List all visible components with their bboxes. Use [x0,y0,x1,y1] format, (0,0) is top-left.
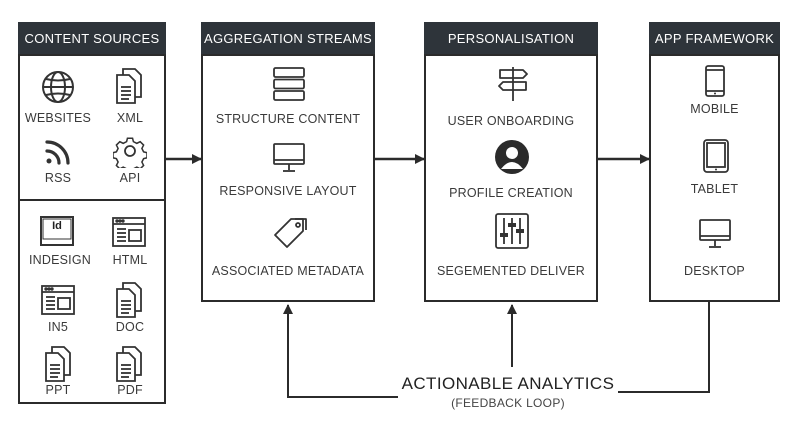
doc-label: DOC [115,320,145,334]
feedback-arrow-to-aggregation [283,304,398,398]
monitor-icon [273,143,305,173]
stacked-blocks-icon [273,67,305,101]
indesign-icon: Id [40,216,76,246]
doc-document-icon [115,282,143,318]
personalisation-title: PERSONALISATION [447,31,575,46]
app-framework-header: APP FRAMEWORK [649,22,780,56]
personalisation-header: PERSONALISATION [424,22,598,56]
content-sources-panel: WEBSITES XML RSS API Id INDESIGN HTML IN… [18,54,166,404]
desktop-monitor-icon [699,219,731,249]
ppt-label: PPT [45,383,71,397]
content-sources-divider [20,199,164,201]
indesign-label: INDESIGN [28,253,92,267]
indesign-glyph: Id [52,220,62,232]
structure-content-label: STRUCTURE CONTENT [215,112,361,126]
websites-label: WEBSITES [24,111,92,125]
tags-icon [273,216,307,250]
html-label: HTML [112,253,148,267]
app-framework-title: APP FRAMEWORK [654,31,775,46]
segemented-deliver-label: SEGEMENTED DELIVER [436,264,586,278]
responsive-layout-label: RESPONSIVE LAYOUT [219,184,357,198]
tablet-icon [703,139,729,173]
actionable-analytics-title: ACTIONABLE ANALYTICS [401,374,615,393]
signpost-icon [496,66,530,102]
feedback-line-from-app [618,302,710,393]
feedback-loop-subtitle: (FEEDBACK LOOP) [451,396,565,410]
content-sources-title: CONTENT SOURCES [24,31,160,46]
gear-icon [113,134,147,168]
mobile-label: MOBILE [690,102,739,116]
profile-avatar-icon [494,139,530,175]
aggregation-panel: STRUCTURE CONTENT RESPONSIVE LAYOUT ASSO… [201,54,375,302]
api-label: API [119,171,141,185]
in5-window-icon [41,285,75,315]
app-framework-panel: MOBILE TABLET DESKTOP [649,54,780,302]
rss-label: RSS [44,171,72,185]
aggregation-header: AGGREGATION STREAMS [201,22,375,56]
associated-metadata-label: ASSOCIATED METADATA [211,264,365,278]
pdf-label: PDF [117,383,143,397]
desktop-label: DESKTOP [684,264,745,278]
ppt-document-icon [44,346,72,382]
user-onboarding-label: USER ONBOARDING [447,114,575,128]
pdf-document-icon [115,346,143,382]
profile-creation-label: PROFILE CREATION [449,186,573,200]
xml-label: XML [116,111,144,125]
content-sources-header: CONTENT SOURCES [18,22,166,56]
aggregation-title: AGGREGATION STREAMS [204,31,372,46]
in5-label: IN5 [47,320,69,334]
tablet-label: TABLET [690,182,739,196]
xml-document-icon [115,68,143,104]
personalisation-panel: USER ONBOARDING PROFILE CREATION SEGEMEN… [424,54,598,302]
mobile-phone-icon [705,65,725,97]
html-window-icon [112,217,146,247]
sliders-icon [495,213,529,249]
rss-icon [44,138,72,166]
globe-icon [41,70,75,104]
